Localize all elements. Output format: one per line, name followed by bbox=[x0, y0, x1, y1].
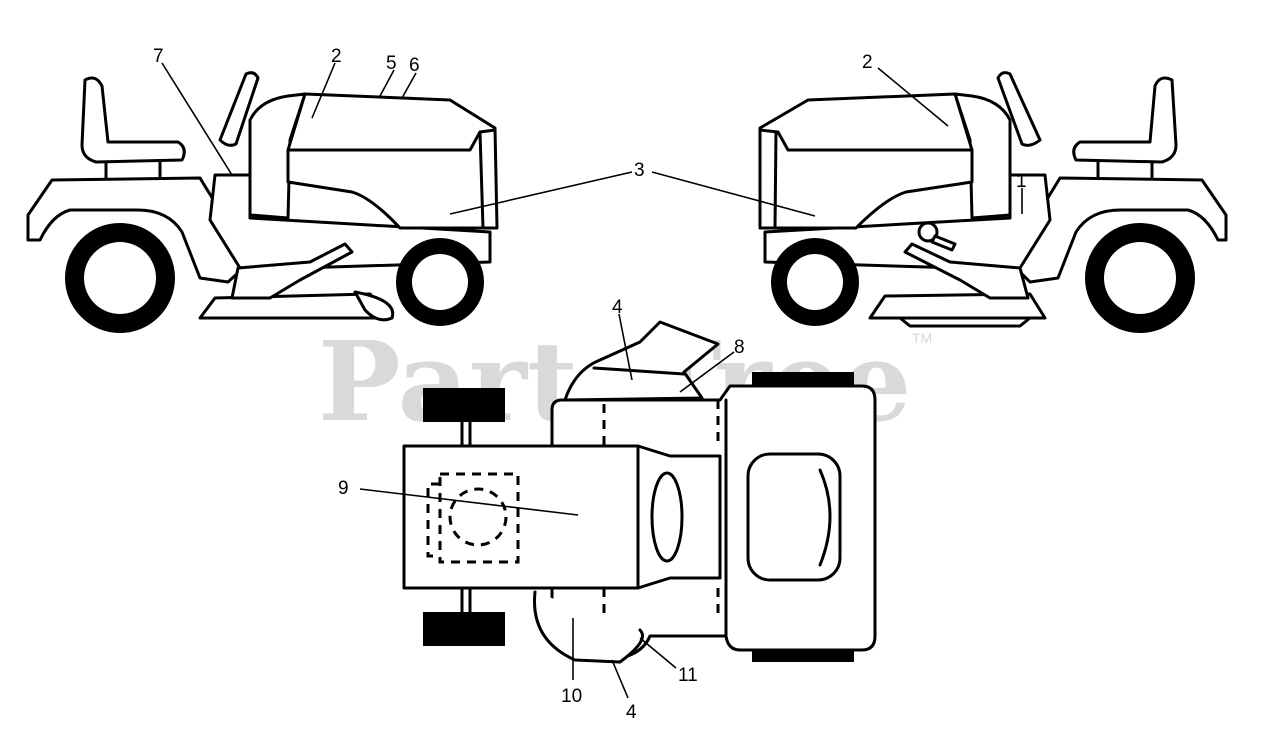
right-rear-hub bbox=[1104, 242, 1176, 314]
callout-top-10: 10 bbox=[561, 686, 582, 707]
callout-right-1: 1 bbox=[1016, 171, 1027, 192]
top-rear-right-wheel bbox=[423, 612, 505, 646]
leader-left-2 bbox=[311, 62, 336, 119]
leader-top-11 bbox=[639, 637, 677, 669]
left-lift-lever bbox=[230, 242, 354, 300]
tractor-top-view bbox=[402, 320, 877, 664]
callout-left-6: 6 bbox=[409, 55, 420, 76]
left-seat-post bbox=[104, 160, 162, 182]
leader-left-5 bbox=[379, 69, 395, 97]
callout-left-5: 5 bbox=[386, 53, 397, 74]
leader-left-7 bbox=[161, 62, 233, 176]
callout-numbers: 7 2 5 6 2 1 3 4 8 9 10 4 11 bbox=[153, 46, 1027, 723]
leader-top-4b bbox=[611, 659, 629, 699]
leader-top-8 bbox=[679, 351, 735, 393]
top-seat-outline bbox=[438, 472, 520, 564]
left-front-hub bbox=[412, 254, 468, 310]
callout-right-2: 2 bbox=[862, 52, 873, 73]
left-hood-line bbox=[286, 128, 497, 152]
top-chute-line bbox=[592, 366, 686, 376]
right-front-hub bbox=[787, 254, 843, 310]
leader-lines bbox=[161, 62, 1023, 699]
left-deck-chute bbox=[353, 290, 395, 322]
top-seat-back-outline bbox=[426, 482, 440, 558]
callout-left-2: 2 bbox=[331, 46, 342, 67]
callout-top-4b: 4 bbox=[626, 702, 637, 723]
right-hood bbox=[758, 92, 974, 230]
top-rear-deck bbox=[402, 444, 640, 590]
top-hood-vent bbox=[746, 452, 842, 582]
right-lever-handle bbox=[930, 234, 957, 252]
top-steering-wheel bbox=[650, 471, 684, 563]
left-seat bbox=[80, 76, 186, 164]
top-seat-circle bbox=[448, 487, 508, 547]
callout-top-4: 4 bbox=[612, 297, 623, 318]
watermark-tm: TM bbox=[912, 330, 932, 346]
callout-shared-3: 3 bbox=[634, 160, 645, 181]
callout-left-7: 7 bbox=[153, 46, 164, 67]
top-rear-left-wheel bbox=[423, 388, 505, 422]
right-seat bbox=[1072, 76, 1178, 164]
right-deck-skirt bbox=[898, 316, 1032, 328]
leader-top-9 bbox=[359, 488, 579, 516]
left-rear-hub bbox=[84, 242, 156, 314]
left-grille bbox=[478, 130, 485, 230]
leader-right-2 bbox=[877, 67, 949, 127]
tractor-right-side-view bbox=[758, 71, 1228, 333]
leader-3-right bbox=[651, 171, 816, 217]
tractor-left-side-view bbox=[26, 71, 499, 333]
callout-top-8: 8 bbox=[734, 337, 745, 358]
callout-top-11: 11 bbox=[678, 665, 698, 686]
leader-top-4 bbox=[618, 313, 633, 381]
right-lever-knob bbox=[917, 221, 939, 243]
top-hood-vent-curve bbox=[818, 468, 832, 567]
left-hood bbox=[286, 92, 499, 230]
leader-3-left bbox=[449, 171, 633, 215]
top-rear-axle bbox=[460, 420, 472, 614]
top-discharge-chute bbox=[563, 320, 720, 402]
left-steering-wheel bbox=[218, 71, 260, 147]
callout-top-9: 9 bbox=[338, 478, 349, 499]
right-lift-lever bbox=[903, 242, 1030, 300]
leader-left-6 bbox=[401, 72, 417, 99]
right-steering-wheel bbox=[996, 71, 1042, 147]
right-hood-line bbox=[758, 128, 974, 152]
right-grille bbox=[773, 130, 778, 230]
right-seat-post bbox=[1096, 160, 1154, 182]
